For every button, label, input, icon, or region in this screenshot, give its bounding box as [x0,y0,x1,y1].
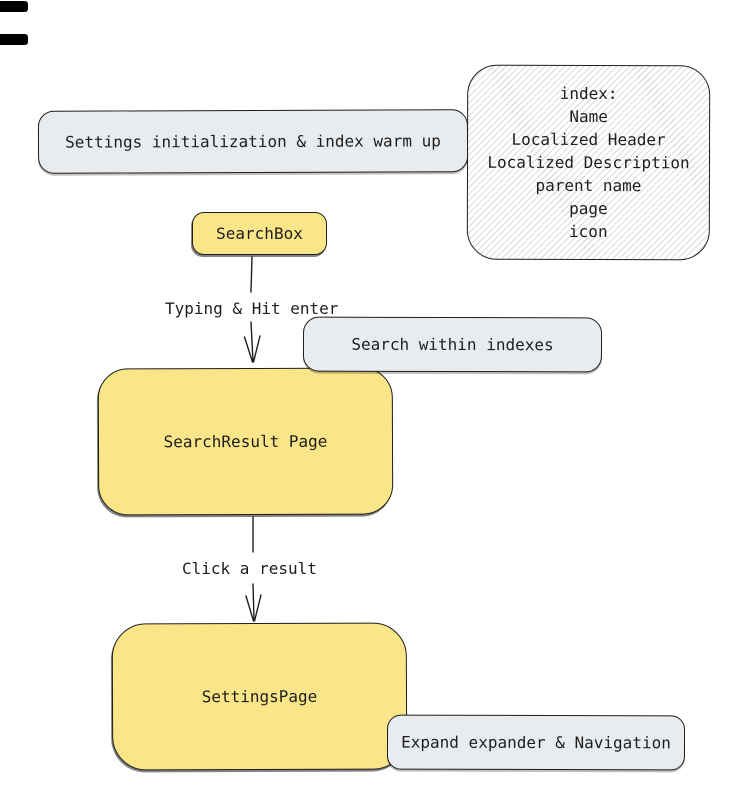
node-label: SearchResult Page [163,431,328,452]
node-search-within-indexes[interactable]: Search within indexes [302,316,603,373]
edge-label-typing: Typing & Hit enter [165,299,339,318]
node-searchbox[interactable]: SearchBox [192,212,327,255]
node-index-fields[interactable]: index: Name Localized Header Localized D… [466,64,711,261]
index-line: page [569,198,608,219]
index-line: index: [559,83,618,104]
node-label: Settings initialization & index warm up [65,131,441,152]
node-settings-page[interactable]: SettingsPage [111,622,408,771]
node-searchresult-page[interactable]: SearchResult Page [97,367,394,516]
node-label: SearchBox [216,224,303,243]
edge-label-click-result: Click a result [182,559,317,578]
corner-fragment-bar-bottom [0,34,28,45]
node-label: Expand expander & Navigation [401,732,671,753]
corner-fragment-bar-top [0,1,28,12]
node-label: Search within indexes [351,334,554,355]
index-line: icon [569,221,608,242]
index-line: parent name [535,175,642,196]
node-expand-navigation[interactable]: Expand expander & Navigation [386,714,686,771]
index-line: Name [569,106,608,127]
node-settings-initialization[interactable]: Settings initialization & index warm up [37,109,469,174]
index-line: Localized Description [487,152,690,173]
node-label: SettingsPage [201,686,318,707]
index-line: Localized Header [511,129,666,150]
